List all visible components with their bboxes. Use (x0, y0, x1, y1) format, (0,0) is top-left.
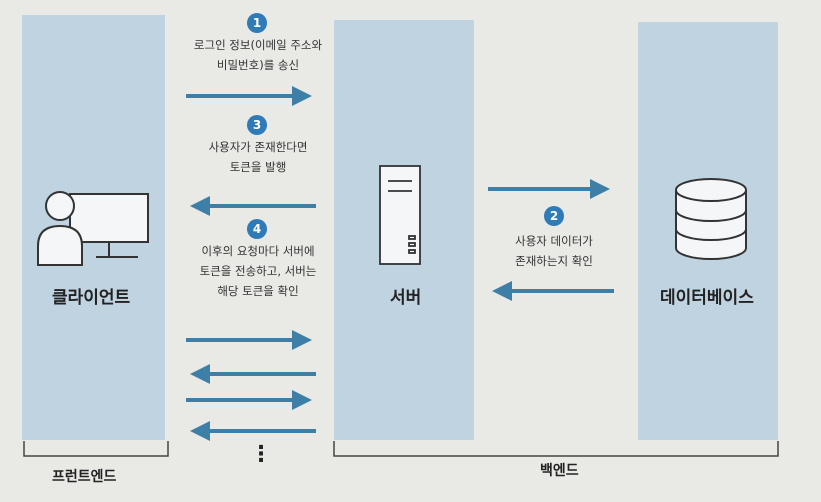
step-3-badge: 3 (247, 115, 267, 135)
step-1-caption: 로그인 정보(이메일 주소와 비밀번호)를 송신 (184, 35, 332, 75)
step-1-badge: 1 (247, 13, 267, 33)
database-label: 데이터베이스 (660, 288, 754, 308)
step-4-caption: 이후의 요청마다 서버에 토큰을 전송하고, 서버는 해당 토큰을 확인 (184, 241, 332, 301)
step-1-line-1: 로그인 정보(이메일 주소와 (193, 38, 323, 52)
step-4-badge: 4 (247, 219, 267, 239)
step-3-line-2: 토큰을 발행 (229, 160, 287, 174)
client-label: 클라이언트 (52, 288, 131, 308)
step-3-line-1: 사용자가 존재한다면 (208, 140, 308, 154)
step-4-line-2: 토큰을 전송하고, 서버는 (199, 264, 317, 278)
step-4-line-1: 이후의 요청마다 서버에 (201, 244, 315, 258)
step-4-line-3: 해당 토큰을 확인 (217, 284, 299, 298)
server-label: 서버 (390, 288, 422, 308)
step-3-caption: 사용자가 존재한다면 토큰을 발행 (184, 137, 332, 177)
database-cylinder-icon (675, 178, 747, 260)
backend-label: 백엔드 (540, 463, 579, 479)
step-2-line-1: 사용자 데이터가 (515, 234, 593, 248)
step-2-badge: 2 (544, 206, 564, 226)
server-tower-icon (379, 165, 421, 265)
step-1-line-2: 비밀번호)를 송신 (216, 58, 300, 72)
backend-bracket (333, 441, 779, 457)
frontend-label: 프런트엔드 (52, 469, 117, 485)
more-requests-ellipsis: ⋮ (250, 442, 272, 467)
step-2-caption: 사용자 데이터가 존재하는지 확인 (494, 231, 614, 271)
user-computer-icon (37, 191, 149, 266)
frontend-bracket (23, 441, 169, 457)
step-2-line-2: 존재하는지 확인 (515, 254, 593, 268)
